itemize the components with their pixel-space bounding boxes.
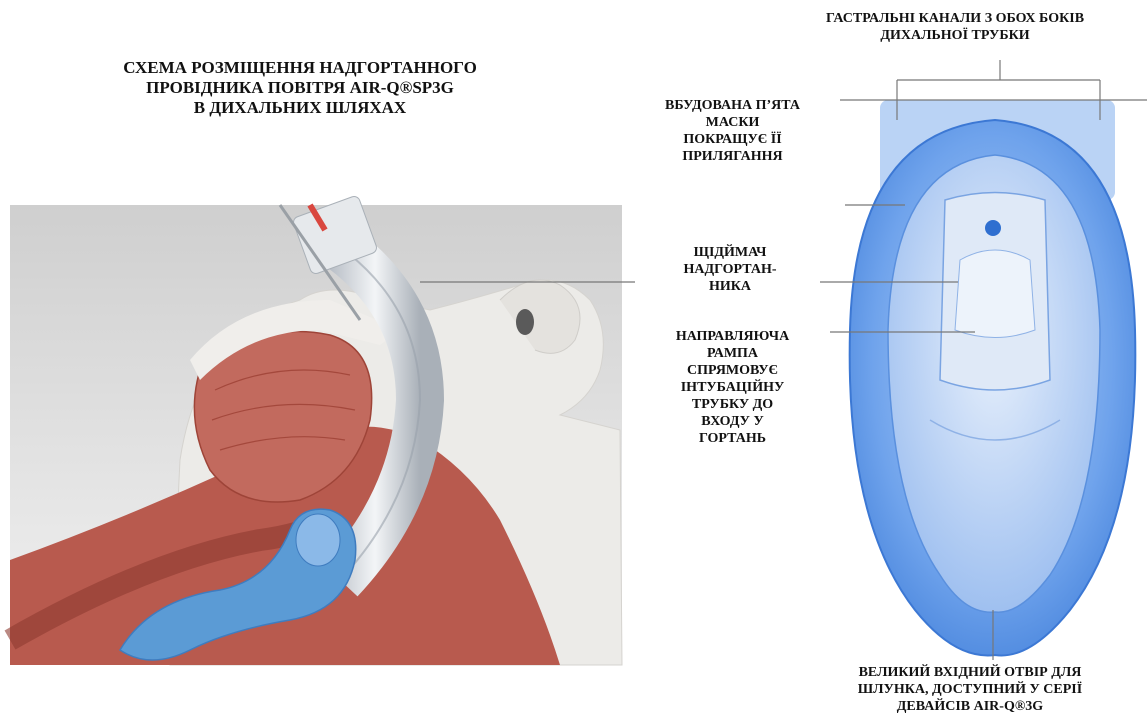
nostril [516, 309, 534, 335]
mask-port-dot [985, 220, 1001, 236]
mask-bowl [296, 514, 340, 566]
mask-product-view [850, 100, 1136, 655]
airway-illustration [10, 195, 622, 665]
epiglottis-elevator [955, 250, 1035, 338]
